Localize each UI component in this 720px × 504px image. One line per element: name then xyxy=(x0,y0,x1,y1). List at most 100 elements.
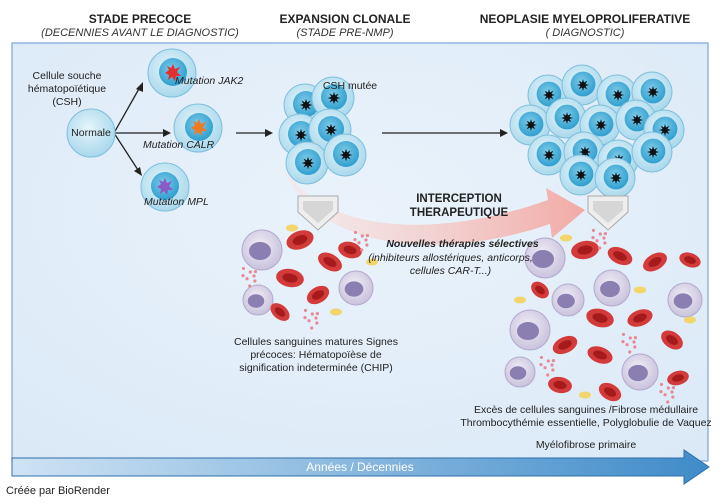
mutated-hsc xyxy=(323,133,367,177)
normal-cell-label: Normale xyxy=(71,127,111,139)
mutated-hsc xyxy=(311,76,355,120)
mutation-star-icon xyxy=(577,79,589,91)
platelet xyxy=(514,296,526,304)
fibrin-dot xyxy=(551,358,556,363)
fibrin-dot xyxy=(659,389,663,394)
timeline-arrow xyxy=(11,449,710,485)
white-blood-cell xyxy=(551,283,585,317)
mutation-star-icon xyxy=(543,89,555,101)
red-blood-cell xyxy=(627,309,653,327)
fibrin-dot xyxy=(621,339,625,344)
white-blood-cell xyxy=(621,353,659,391)
mature-blood-cells xyxy=(241,224,378,330)
fibrin-dot xyxy=(303,315,307,320)
platelet xyxy=(634,286,646,294)
branch-arrow-jak2 xyxy=(113,86,141,134)
red-blood-cell xyxy=(679,252,701,268)
mpn-caption-line-3: Myélofibrose primaire xyxy=(535,439,637,451)
white-blood-cell xyxy=(241,229,283,271)
red-blood-cell xyxy=(607,246,633,266)
interception-arrow xyxy=(283,168,585,245)
fibrin-dot xyxy=(314,316,318,320)
stage-clonal-title: EXPANSION CLONALE xyxy=(279,12,411,26)
fibrin-dot xyxy=(253,279,257,283)
fibrin-dot xyxy=(245,277,249,281)
fibrin-dot xyxy=(666,386,670,390)
mutation-star-icon xyxy=(339,148,353,162)
mutated-hsc-label: CSH mutée xyxy=(322,80,378,92)
fibrin-dot xyxy=(310,326,314,330)
jak2-label: Mutation JAK2 xyxy=(175,75,244,87)
fibrin-dot xyxy=(550,363,554,367)
fibrin-dot xyxy=(603,241,607,245)
mutated-hsc xyxy=(285,141,329,185)
mutated-hsc xyxy=(545,97,587,139)
fibrin-dot xyxy=(248,284,252,288)
fibrin-dot xyxy=(666,400,670,404)
chevron-down-icon-mpn xyxy=(587,195,629,231)
fibrin-dot xyxy=(591,235,595,240)
platelet xyxy=(366,258,378,266)
fibrin-dot xyxy=(365,243,369,247)
fibrin-dot xyxy=(546,359,550,363)
mutation-star-icon xyxy=(612,89,624,101)
fibrin-dot xyxy=(539,362,543,367)
fibrin-dot xyxy=(241,273,245,278)
fibrin-dot xyxy=(353,237,357,242)
mutation-star-icon xyxy=(301,156,315,170)
calr-label: Mutation CALR xyxy=(143,139,215,151)
fibrin-dot xyxy=(364,238,368,242)
mutation-star-icon xyxy=(294,128,308,142)
mutation-star-icon xyxy=(561,112,573,124)
fibrin-dot xyxy=(353,230,358,235)
fibrin-dot xyxy=(315,321,319,325)
fibrin-dot xyxy=(603,231,608,236)
mutation-star-icon xyxy=(647,86,659,98)
mpn-caption-line-2: Thrombocythémie essentielle, Polyglobuli… xyxy=(460,417,712,429)
fibrin-dot xyxy=(307,319,311,323)
mutation-star-icon xyxy=(659,124,671,136)
fibrin-dot xyxy=(543,366,547,370)
red-blood-cell xyxy=(276,268,304,288)
mutated-hsc-cluster xyxy=(278,76,367,185)
fibrin-dot xyxy=(663,393,667,397)
fibrin-dot xyxy=(671,385,676,390)
red-blood-cell xyxy=(270,303,290,321)
timeline-label: Années / Décennies xyxy=(306,460,414,474)
mutation-star-icon xyxy=(525,119,537,131)
branch-arrow-mpl xyxy=(113,132,139,171)
red-blood-cell xyxy=(306,285,330,305)
platelet xyxy=(330,308,342,316)
mutation-star-icon xyxy=(327,91,341,105)
fibrin-dot xyxy=(598,246,602,250)
fibrin-dot xyxy=(551,368,555,372)
mutation-star-icon xyxy=(575,169,587,181)
white-blood-cell xyxy=(338,270,374,306)
mutation-star-icon xyxy=(543,149,555,161)
red-blood-cell xyxy=(318,252,342,272)
red-blood-cell xyxy=(587,346,613,364)
biorender-credit: Créée par BioRender xyxy=(6,485,110,497)
stage-mpn-title: NEOPLASIE MYELOPROLIFERATIVE xyxy=(479,12,691,26)
mutation-star-icon xyxy=(324,123,338,137)
mutation-star-icon xyxy=(631,114,643,126)
red-blood-cell xyxy=(286,230,314,250)
mpl-label: Mutation MPL xyxy=(144,196,209,208)
hsc-label: Cellule souche hématopoïétique (CSH) xyxy=(27,70,107,108)
fibrin-dot xyxy=(315,311,320,316)
fibrin-dot xyxy=(625,343,629,347)
white-blood-cell xyxy=(593,269,631,307)
platelet xyxy=(286,224,298,232)
mutation-star-icon xyxy=(647,146,659,158)
fibrin-dot xyxy=(357,241,361,245)
interception-title: INTERCEPTION THERAPEUTIQUE xyxy=(409,193,509,219)
mutated-hsc xyxy=(594,157,636,199)
fibrin-dot xyxy=(365,233,370,238)
fibrin-dot xyxy=(633,335,638,340)
fibrin-dot xyxy=(241,266,246,271)
fibrin-dot xyxy=(671,395,675,399)
fibrin-dot xyxy=(628,350,632,354)
mpn-caption-line-1: Excès de cellules sanguines /Fibrose méd… xyxy=(473,404,699,416)
fibrin-dot xyxy=(546,373,550,377)
